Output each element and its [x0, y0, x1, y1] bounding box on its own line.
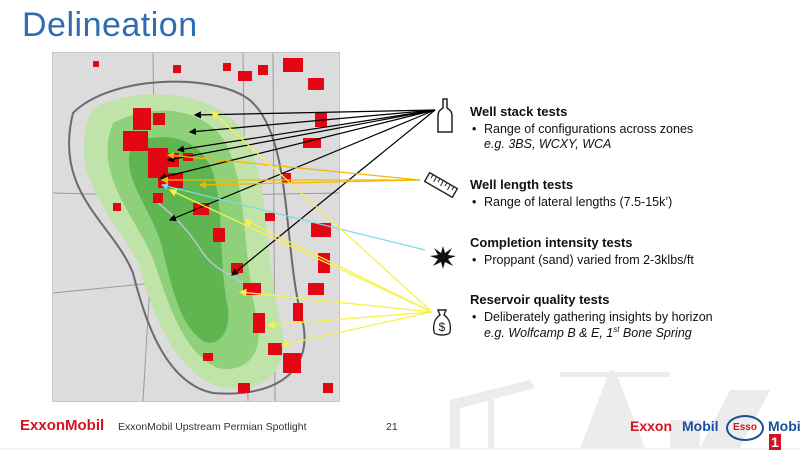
burst-icon: [428, 244, 458, 275]
money-bag-icon: $: [432, 308, 452, 343]
example-prefix: e.g. Wolfcamp B & E, 1: [484, 326, 614, 341]
brand-logos: Exxon Mobil Esso Mobil1: [620, 412, 800, 450]
footer-rule: [0, 448, 800, 450]
legend-bullet: Deliberately gathering insights by horiz…: [470, 310, 780, 324]
footer-text: ExxonMobil Upstream Permian Spotlight: [118, 421, 307, 433]
bottle-icon: [436, 98, 454, 139]
exxon-logo: Exxon: [630, 418, 673, 434]
svg-text:$: $: [439, 320, 446, 334]
legend-completion-intensity: Completion intensity tests Proppant (san…: [470, 235, 780, 267]
legend-bullet: Range of configurations across zones: [470, 122, 780, 136]
legend-heading: Well stack tests: [470, 104, 568, 119]
esso-logo: Esso: [726, 415, 764, 441]
mobil1-text: Mobil: [768, 418, 800, 434]
mobil1-number: 1: [769, 434, 781, 450]
legend-well-length: Well length tests Range of lateral lengt…: [470, 177, 780, 209]
legend-example: e.g. 3BS, WCXY, WCA: [484, 137, 612, 151]
exxonmobil-logo: ExxonMobil: [20, 417, 105, 434]
esso-text: Esso: [733, 422, 757, 433]
mobil-logo: Mobil: [682, 418, 719, 434]
legend-bullet: Range of lateral lengths (7.5-15k’): [470, 195, 780, 209]
legend-heading: Completion intensity tests: [470, 235, 633, 250]
example-superscript: st: [613, 325, 620, 334]
mobil1-logo: Mobil1: [768, 418, 800, 450]
slide-title: Delineation: [22, 6, 198, 44]
legend-bullet: Proppant (sand) varied from 2-3klbs/ft: [470, 253, 780, 267]
legend-heading: Well length tests: [470, 177, 574, 192]
page-number: 21: [386, 421, 398, 433]
legend-example: e.g. Wolfcamp B & E, 1st Bone Spring: [470, 325, 780, 340]
legend-heading: Reservoir quality tests: [470, 292, 610, 307]
legend-reservoir-quality: Reservoir quality tests Deliberately gat…: [470, 292, 780, 340]
legend-well-stack: Well stack tests Range of configurations…: [470, 104, 780, 151]
ruler-icon: [422, 171, 460, 203]
example-suffix: Bone Spring: [619, 326, 692, 341]
